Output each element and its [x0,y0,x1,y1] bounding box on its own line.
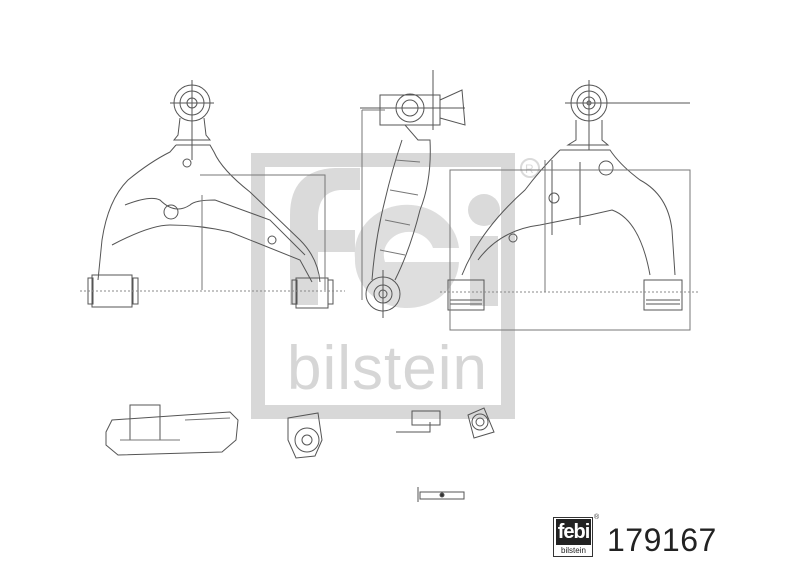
logo-febi-text: febi [556,519,591,545]
detail-bracket-drawing [105,404,239,456]
right-arm-drawing [440,80,700,331]
logo-bilstein-text: bilstein [561,546,586,555]
watermark-brand-text: bilstein [287,334,488,403]
detail-washer-drawing [417,487,465,502]
svg-text:R: R [525,162,534,176]
detail-nut-top-drawing [467,407,495,439]
part-number: 179167 [607,522,717,558]
detail-bushing-drawing [287,412,323,459]
detail-nut-section-drawing [396,410,441,433]
side-view-drawing [360,70,466,318]
registered-mark: ® [594,514,600,521]
left-arm-drawing [80,80,345,309]
logo-frame: febi bilstein [553,517,593,557]
febi-bilstein-logo: febi bilstein ® [553,514,600,559]
